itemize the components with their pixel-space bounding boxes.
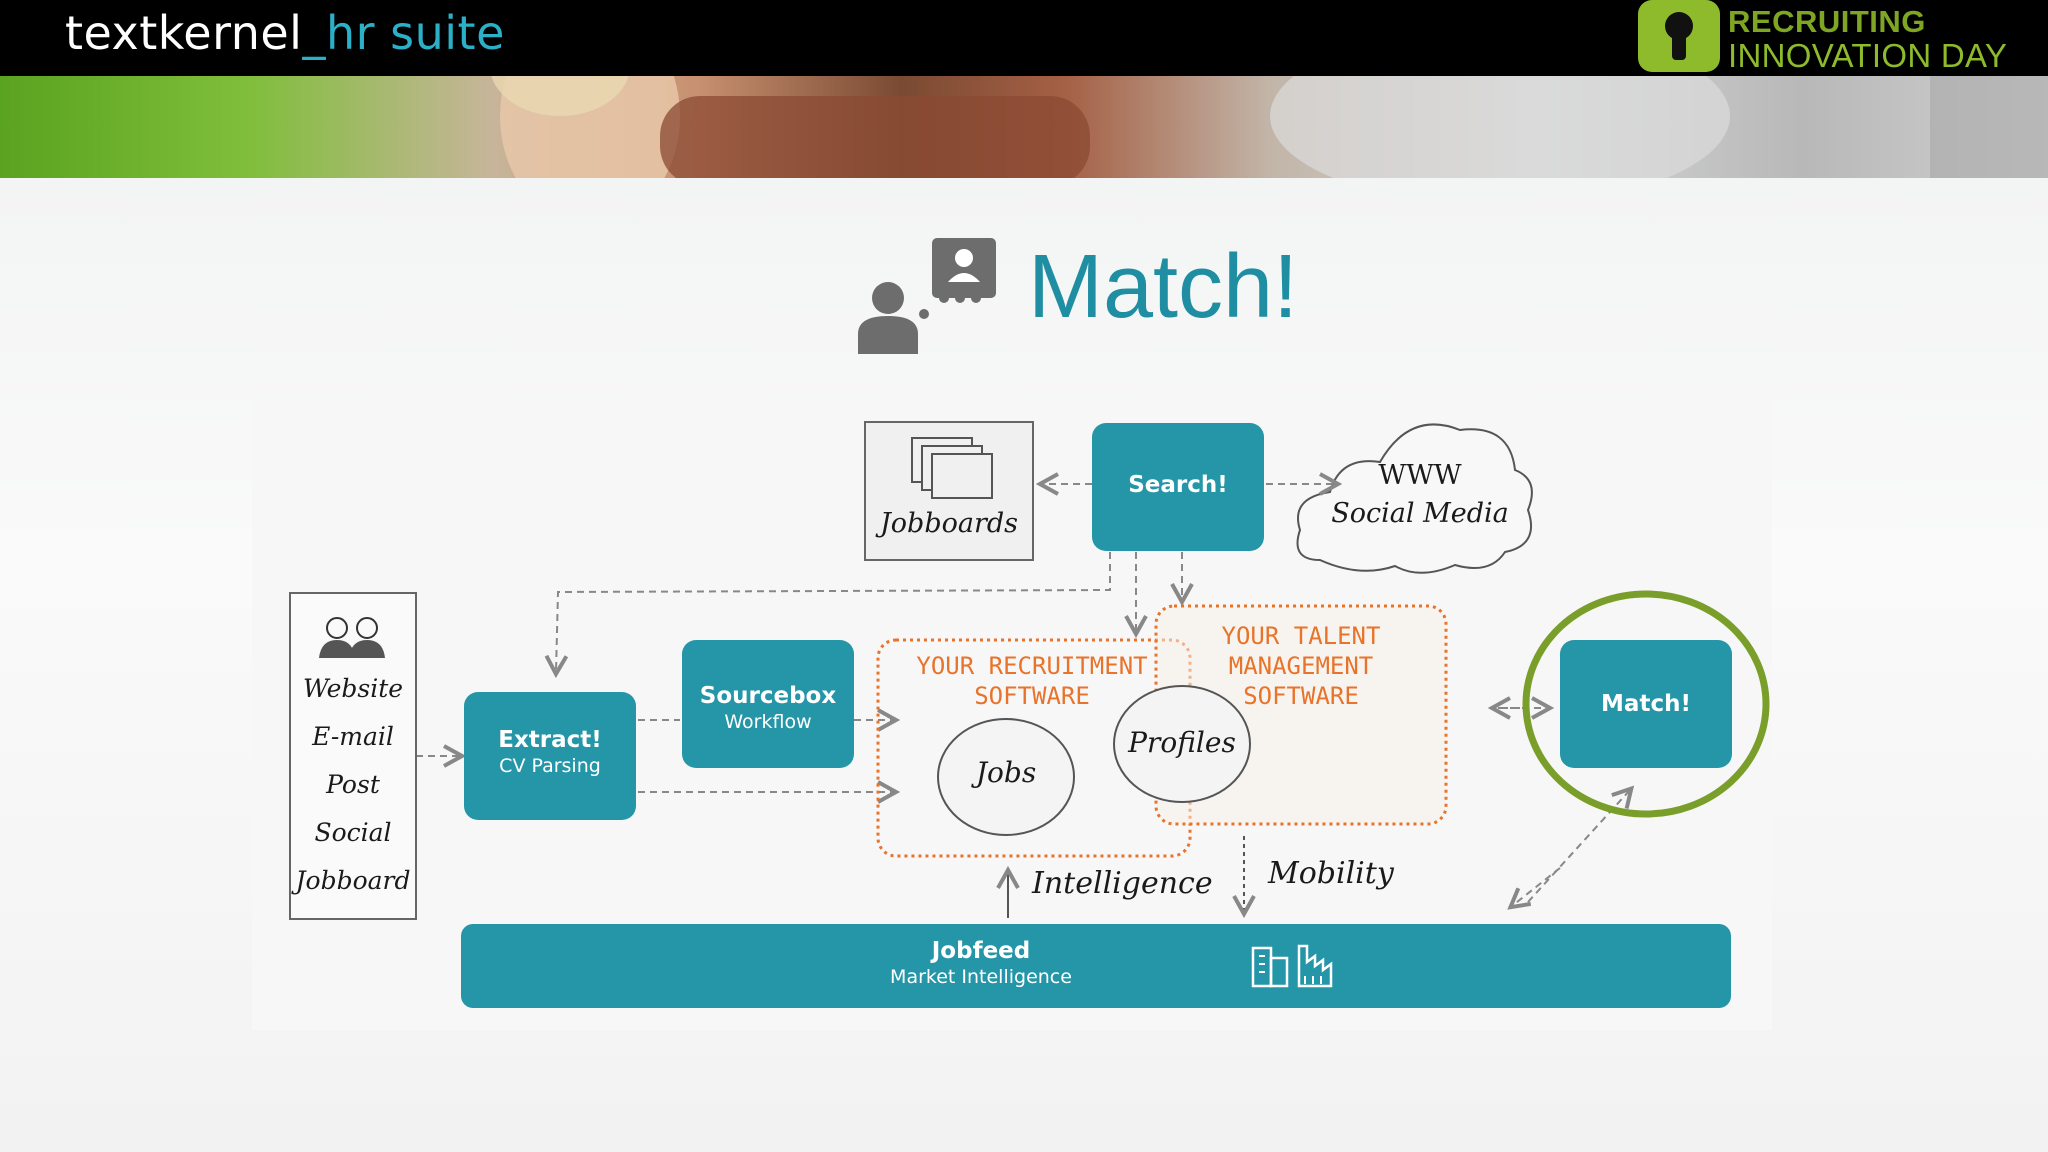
event-line2: INNOVATION DAY bbox=[1728, 37, 2008, 74]
logo-part2: _hr suite bbox=[302, 6, 505, 60]
logo-part1: textkernel bbox=[65, 6, 303, 60]
extract-subtitle: CV Parsing bbox=[499, 755, 601, 777]
people-match-icon bbox=[858, 238, 996, 354]
match-label: Match! bbox=[1601, 691, 1691, 717]
profiles-circle bbox=[1113, 685, 1251, 803]
talent-line2: MANAGEMENT bbox=[1228, 652, 1374, 680]
jobfeed-bar: Jobfeed Market Intelligence bbox=[461, 924, 1731, 1008]
sourcebox-box: Sourcebox Workflow bbox=[682, 640, 854, 768]
jobfeed-subtitle: Market Intelligence bbox=[890, 966, 1072, 988]
keyhole-logo-icon bbox=[1638, 0, 1720, 72]
source-post: Post bbox=[326, 770, 380, 799]
people-icon bbox=[319, 617, 385, 658]
event-line1: RECRUITING bbox=[1728, 4, 1926, 39]
jobfeed-title: Jobfeed bbox=[931, 938, 1031, 964]
search-label: Search! bbox=[1128, 472, 1228, 498]
page-title: Match! bbox=[1028, 237, 1299, 337]
source-jobboard: Jobboard bbox=[295, 866, 411, 895]
profiles-label: Profiles bbox=[1128, 726, 1236, 759]
talent-line3: SOFTWARE bbox=[1243, 682, 1359, 710]
source-website: Website bbox=[302, 674, 404, 703]
jobboards-label: Jobboards bbox=[879, 508, 1019, 539]
cloud-line2: Social Media bbox=[1331, 498, 1509, 529]
match-box: Match! bbox=[1560, 640, 1732, 768]
textkernel-logo: textkernel_hr suite bbox=[65, 6, 505, 60]
top-bar: textkernel_hr suite RECRUITING INNOVATIO… bbox=[0, 0, 2048, 76]
cloud-line1: WWW bbox=[1378, 460, 1462, 491]
extract-box: Extract! CV Parsing bbox=[464, 692, 636, 820]
sourcebox-title: Sourcebox bbox=[699, 683, 837, 709]
talent-line1: YOUR TALENT bbox=[1221, 622, 1381, 650]
source-email: E-mail bbox=[312, 722, 394, 751]
jobs-circle bbox=[937, 718, 1075, 836]
search-box: Search! bbox=[1092, 423, 1264, 551]
jobboards-stack-icon bbox=[911, 437, 993, 499]
match-highlight-circle bbox=[1522, 590, 1770, 818]
sources-box: Website E-mail Post Social Jobboard bbox=[289, 592, 417, 920]
extract-title: Extract! bbox=[498, 727, 602, 753]
cloud-shape bbox=[1296, 423, 1533, 574]
recruitment-line2: SOFTWARE bbox=[974, 682, 1090, 710]
intelligence-label: Intelligence bbox=[1032, 866, 1213, 901]
photo-banner bbox=[0, 76, 2048, 178]
sourcebox-subtitle: Workflow bbox=[724, 711, 812, 733]
source-social: Social bbox=[314, 818, 392, 847]
jobs-label: Jobs bbox=[975, 756, 1037, 789]
banner-photo bbox=[491, 76, 2048, 178]
mobility-label: Mobility bbox=[1268, 856, 1394, 891]
recruitment-line1: YOUR RECRUITMENT bbox=[916, 652, 1148, 680]
buildings-icon bbox=[1251, 944, 1333, 988]
